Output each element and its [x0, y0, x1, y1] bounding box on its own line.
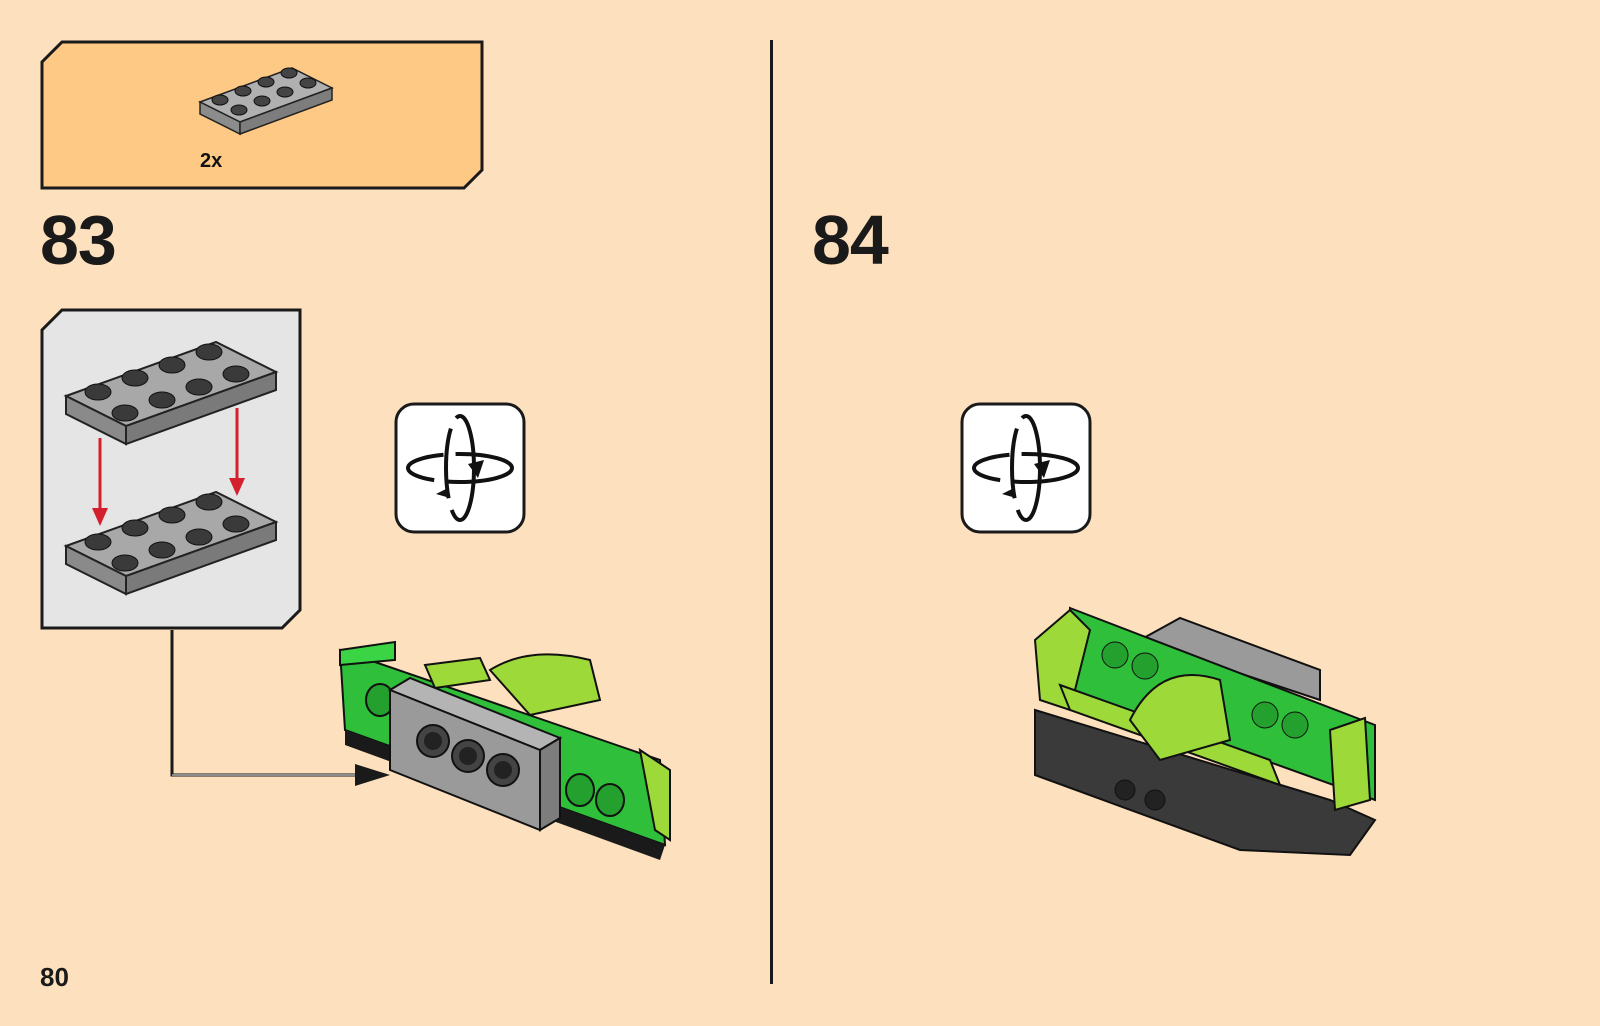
model-step-84	[1030, 600, 1430, 890]
subassembly-callout	[40, 308, 302, 630]
parts-callout	[40, 40, 484, 190]
step-number: 84	[812, 205, 888, 275]
rotate-model-icon	[960, 402, 1092, 534]
page-number: 80	[40, 962, 69, 993]
step-number: 83	[40, 205, 116, 275]
page-divider	[770, 40, 773, 984]
rotate-model-icon	[394, 402, 526, 534]
placement-arrow-icon	[355, 764, 390, 786]
model-step-83	[150, 620, 750, 920]
parts-quantity: 2x	[200, 150, 222, 173]
callout-connector-line	[172, 630, 355, 775]
